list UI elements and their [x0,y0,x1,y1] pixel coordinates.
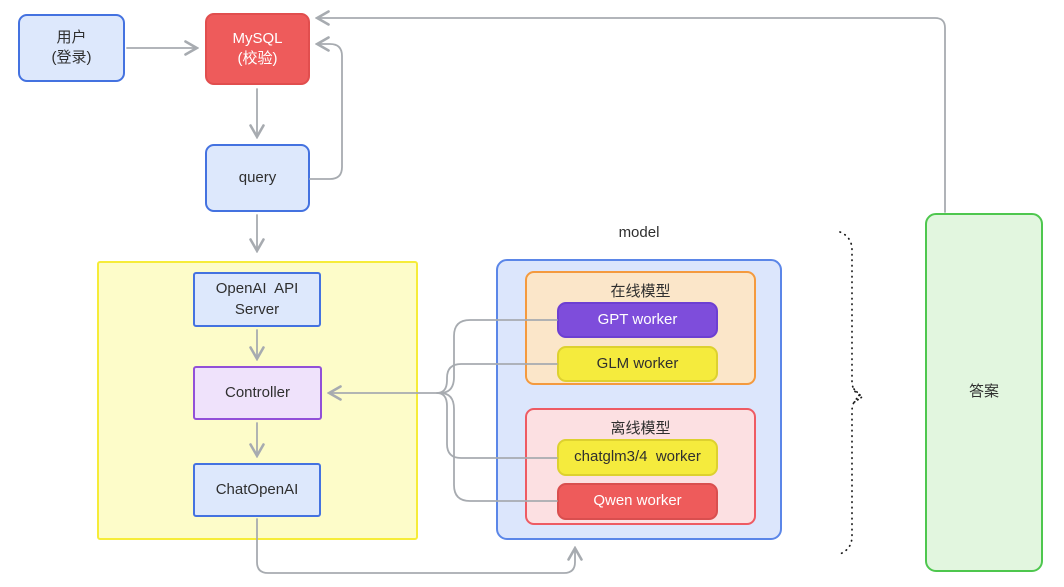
node-mysql-validate: MySQL (校验) [205,13,310,85]
node-qwen-worker: Qwen worker [557,483,718,520]
node-chatglm-worker: chatglm3/4 worker [557,439,718,476]
node-openai-api-server-label: OpenAI API Server [215,280,303,318]
node-controller-label: Controller [224,383,291,401]
node-openai-api-server: OpenAI API Server [193,272,321,327]
node-query: query [205,144,310,212]
node-chatglm-worker-label: chatglm3/4 worker [574,448,701,466]
dotted-brace-arrow-icon [852,388,864,404]
node-glm-worker: GLM worker [557,346,718,382]
node-user-login-label: 用户 (登录) [51,28,92,66]
offline-model-group-label: 离线模型 [610,420,671,437]
node-answer: 答案 [925,213,1043,572]
node-mysql-validate-label: MySQL (校验) [232,29,283,67]
node-controller: Controller [193,366,322,420]
online-model-group-label: 在线模型 [610,283,671,300]
node-answer-label: 答案 [968,383,999,401]
node-chatopenai-label: ChatOpenAI [215,480,299,498]
node-chatopenai: ChatOpenAI [193,463,321,517]
dotted-brace [839,231,862,555]
arrow-query-to-mysql [309,44,343,180]
node-user-login: 用户 (登录) [18,14,125,82]
node-gpt-worker-label: GPT worker [597,310,678,328]
node-glm-worker-label: GLM worker [596,354,679,372]
node-qwen-worker-label: Qwen worker [593,492,682,510]
arrow-answer-to-mysql [318,18,946,213]
node-gpt-worker: GPT worker [557,302,718,338]
model-container-title: model [618,224,660,241]
node-query-label: query [238,168,277,186]
